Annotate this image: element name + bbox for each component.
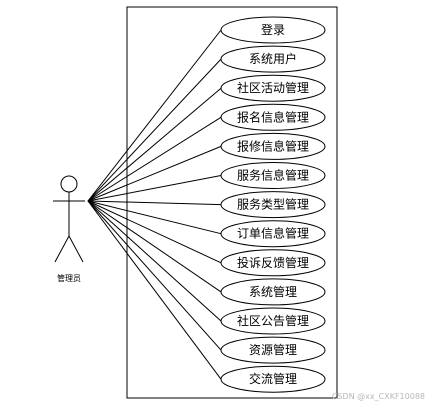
- association-line: [87, 200, 222, 380]
- use-case: 报修信息管理: [220, 132, 326, 160]
- use-case-label: 服务类型管理: [237, 197, 309, 212]
- use-case: 交流管理: [220, 365, 326, 393]
- use-case: 报名信息管理: [220, 103, 326, 131]
- actor-leg-right: [68, 235, 84, 263]
- use-case-label: 系统用户: [249, 51, 297, 66]
- use-case: 系统用户: [220, 45, 326, 73]
- use-case-label: 社区活动管理: [237, 80, 309, 95]
- association-line: [87, 200, 222, 293]
- association-line: [87, 29, 222, 202]
- use-case: 系统管理: [220, 278, 326, 306]
- use-case: 服务类型管理: [220, 191, 326, 219]
- use-case-ellipse: [220, 103, 326, 131]
- association-line: [87, 200, 222, 264]
- use-case-label: 投诉反馈管理: [237, 255, 309, 270]
- association-line: [87, 87, 222, 202]
- use-case: 资源管理: [220, 336, 326, 364]
- use-case-label: 交流管理: [249, 371, 297, 386]
- use-case: 订单信息管理: [220, 220, 326, 248]
- actor: 管理员: [53, 175, 85, 283]
- use-case-ellipse: [220, 16, 326, 44]
- use-case-label: 报名信息管理: [237, 109, 309, 124]
- association-line: [87, 175, 222, 202]
- association-line: [87, 200, 222, 351]
- use-case: 登录: [220, 16, 326, 44]
- use-case-ellipse: [220, 249, 326, 277]
- association-line: [87, 200, 222, 206]
- use-case: 社区公告管理: [220, 307, 326, 335]
- use-case-label: 登录: [261, 22, 285, 37]
- use-case-ellipse: [220, 45, 326, 73]
- association-line: [87, 200, 222, 235]
- use-case-ellipse: [220, 278, 326, 306]
- actor-leg-left: [54, 235, 70, 263]
- association-line: [87, 200, 222, 322]
- use-case-ellipse: [220, 307, 326, 335]
- use-case-label: 社区公告管理: [237, 313, 309, 328]
- use-case-label: 订单信息管理: [237, 226, 309, 241]
- use-case-ellipse: [220, 162, 326, 189]
- use-case-ellipse: [220, 191, 326, 219]
- association-line: [87, 145, 222, 202]
- association-line: [87, 116, 222, 202]
- use-case: 服务信息管理: [220, 162, 326, 189]
- use-cases: 登录系统用户社区活动管理报名信息管理报修信息管理服务信息管理服务类型管理订单信息…: [220, 16, 326, 393]
- use-case: 投诉反馈管理: [220, 249, 326, 277]
- association-line: [87, 58, 222, 202]
- watermark: CSDN @xx_CXKF10088: [332, 392, 425, 401]
- use-case-label: 报修信息管理: [237, 138, 309, 153]
- use-case-label: 系统管理: [249, 284, 297, 299]
- use-case: 社区活动管理: [220, 74, 326, 102]
- use-case-label: 资源管理: [249, 342, 297, 357]
- use-case-ellipse: [220, 220, 326, 248]
- actor-label: 管理员: [57, 273, 81, 283]
- use-case-ellipse: [220, 365, 326, 393]
- use-case-ellipse: [220, 336, 326, 364]
- use-case-ellipse: [220, 132, 326, 160]
- actor-head-icon: [60, 175, 78, 193]
- associations: [87, 29, 222, 380]
- use-case-label: 服务信息管理: [237, 168, 309, 183]
- use-case-ellipse: [220, 74, 326, 102]
